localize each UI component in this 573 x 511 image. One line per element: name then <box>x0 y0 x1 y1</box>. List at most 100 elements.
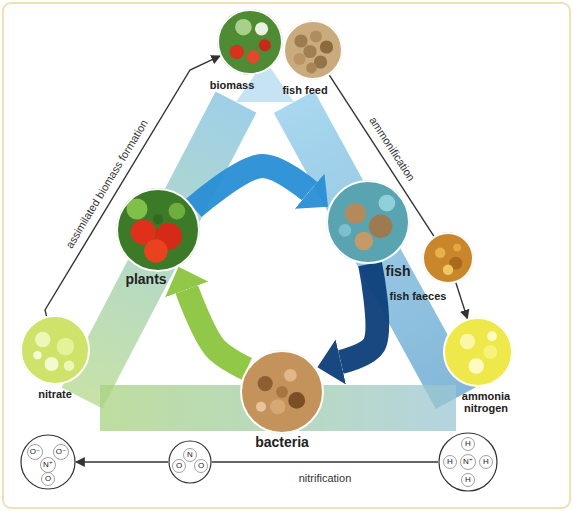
cycle-arrow <box>194 166 310 208</box>
node-shape <box>422 232 474 284</box>
photo-circle: fish feed <box>283 20 343 80</box>
node-shape <box>283 20 343 80</box>
photo-fill <box>116 188 200 272</box>
photo-circle: fish <box>326 180 410 264</box>
photo-detail <box>230 45 245 60</box>
process-arrow <box>456 283 467 319</box>
photo-texture <box>116 188 200 272</box>
cycle-arrow <box>187 289 247 369</box>
atom-circle <box>195 460 208 473</box>
atom-circle <box>444 456 457 469</box>
photo-texture <box>20 315 90 385</box>
photo-fill <box>240 350 324 434</box>
molecule-circle: HHN⁺HH <box>438 432 498 492</box>
photo-fill <box>20 315 90 385</box>
photo-detail <box>144 239 168 263</box>
photo-rim <box>21 316 89 384</box>
photo-rim <box>218 10 282 74</box>
process-arrow <box>45 56 220 316</box>
edge-label: nitrification <box>299 473 352 484</box>
photo-circle: nitrate <box>20 315 90 385</box>
photo-texture <box>443 317 513 387</box>
node-label: bacteria <box>255 435 309 450</box>
atom-circle <box>480 456 493 469</box>
photo-fill <box>283 20 343 80</box>
photo-detail <box>345 203 366 224</box>
photo-detail <box>57 338 75 356</box>
photo-detail <box>288 392 305 409</box>
photo-detail <box>460 334 475 349</box>
photo-detail <box>435 248 445 258</box>
photo-detail <box>45 357 59 371</box>
photo-detail <box>255 22 268 35</box>
photo-detail <box>355 232 373 250</box>
photo-detail <box>247 50 260 63</box>
atom-symbol: N⁺ <box>463 458 473 466</box>
atom-circle <box>462 438 475 451</box>
edge-label: assimilated biomass formation <box>64 118 150 250</box>
photo-circle: plants <box>116 188 200 272</box>
photo-detail <box>276 386 288 398</box>
atom-symbol: O⁻ <box>56 448 66 456</box>
node-shape <box>217 9 283 75</box>
atom-circle <box>462 474 475 487</box>
atom-circle <box>28 445 43 460</box>
photo-detail <box>294 53 306 65</box>
photo-detail <box>294 34 307 47</box>
molecule-circle: O⁻O⁻N⁺O <box>20 434 76 490</box>
photo-detail <box>483 345 497 359</box>
photo-texture <box>217 9 283 75</box>
photo-detail <box>469 358 484 373</box>
node-shape <box>116 188 200 272</box>
atom-symbol: H <box>465 476 471 484</box>
node-label: biomass <box>210 79 255 91</box>
photo-fill <box>217 9 283 75</box>
process-arrow <box>212 461 438 462</box>
photo-detail <box>33 351 41 359</box>
photo-detail <box>258 376 273 391</box>
photo-circle: bacteria <box>240 350 324 434</box>
atom-symbol: O⁻ <box>30 448 40 456</box>
edge-label: ammonification <box>367 115 417 183</box>
node-shape <box>443 317 513 387</box>
photo-detail <box>379 195 396 212</box>
node-shape <box>240 350 324 434</box>
photo-rim <box>284 21 342 79</box>
photo-detail <box>487 331 497 341</box>
photo-detail <box>303 45 316 58</box>
photo-rim <box>117 189 199 271</box>
process-arrow <box>76 461 168 462</box>
photo-detail <box>64 361 75 372</box>
atom-symbol: H <box>465 440 471 448</box>
photo-fill <box>326 180 410 264</box>
node-label: nitrate <box>38 388 72 400</box>
atom-symbol: H <box>447 458 453 466</box>
atom-circle <box>461 455 476 470</box>
photo-detail <box>256 402 266 412</box>
photo-rim <box>241 351 323 433</box>
node-shape <box>168 440 212 484</box>
atom-symbol: N <box>187 451 193 459</box>
node-label: fish <box>386 264 411 279</box>
molecule-outline <box>21 435 75 489</box>
photo-detail <box>235 19 252 36</box>
photo-detail <box>35 332 50 347</box>
photo-detail <box>153 214 163 224</box>
photo-detail <box>270 399 285 414</box>
atom-circle <box>54 445 69 460</box>
atom-symbol: N⁺ <box>43 461 53 469</box>
molecule-outline <box>169 441 211 483</box>
molecule-outline <box>439 433 497 491</box>
photo-rim <box>423 233 473 283</box>
atom-symbol: O <box>176 462 182 470</box>
photo-texture <box>422 232 474 284</box>
photo-fill <box>422 232 474 284</box>
photo-texture <box>326 180 410 264</box>
molecule-circle: ONO <box>168 440 212 484</box>
photo-detail <box>453 244 461 252</box>
atom-circle <box>184 449 197 462</box>
photo-texture <box>240 350 324 434</box>
node-label: fish feed <box>282 84 327 96</box>
frame-border <box>3 3 570 508</box>
